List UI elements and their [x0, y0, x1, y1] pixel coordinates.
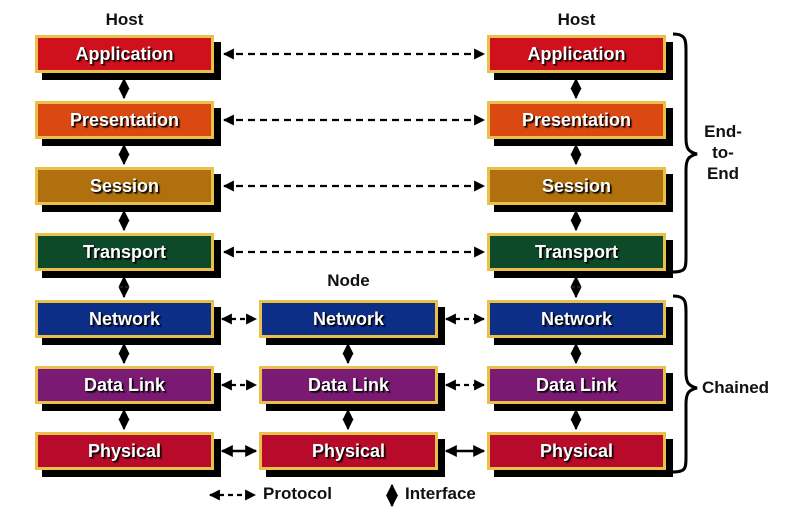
- layer-label: Transport: [82, 241, 166, 262]
- right-layer-data-link: Data Link: [487, 366, 666, 404]
- layer-label: Network: [540, 308, 612, 329]
- right-host-title: Host: [557, 10, 596, 29]
- right-layer-application: Application: [487, 35, 666, 73]
- right-layer-network: Network: [487, 300, 666, 338]
- left-host-title: Host: [105, 10, 144, 29]
- chained-brace: [672, 294, 698, 474]
- node-layer-data-link: Data Link: [259, 366, 438, 404]
- node-title: Node: [327, 271, 370, 290]
- layer-label: Data Link: [535, 374, 618, 395]
- layer-label: Presentation: [69, 109, 180, 130]
- node-layer-physical: Physical: [259, 432, 438, 470]
- end-to-end-label: End- to- End: [700, 121, 746, 184]
- layer-label: Physical: [311, 440, 386, 461]
- end-to-end-line-3: End: [706, 164, 740, 183]
- layer-label: Physical: [87, 440, 162, 461]
- protocol-legend-label: Protocol: [263, 484, 332, 503]
- left-layer-application: Application: [35, 35, 214, 73]
- layer-label: Application: [527, 43, 626, 64]
- layer-label: Network: [88, 308, 160, 329]
- layer-label: Session: [541, 175, 612, 196]
- end-to-end-brace: [672, 32, 698, 274]
- layer-label: Transport: [534, 241, 618, 262]
- layer-label: Session: [89, 175, 160, 196]
- layer-label: Data Link: [307, 374, 390, 395]
- right-layer-transport: Transport: [487, 233, 666, 271]
- left-layer-presentation: Presentation: [35, 101, 214, 139]
- end-to-end-line-2: to-: [712, 143, 734, 162]
- left-layer-transport: Transport: [35, 233, 214, 271]
- right-layer-presentation: Presentation: [487, 101, 666, 139]
- right-layer-session: Session: [487, 167, 666, 205]
- layer-label: Presentation: [521, 109, 632, 130]
- interface-legend-label: Interface: [405, 484, 476, 503]
- left-layer-session: Session: [35, 167, 214, 205]
- layer-label: Data Link: [83, 374, 166, 395]
- chained-label: Chained: [702, 378, 770, 397]
- end-to-end-line-1: End-: [704, 122, 742, 141]
- layer-label: Network: [312, 308, 384, 329]
- left-layer-physical: Physical: [35, 432, 214, 470]
- left-layer-network: Network: [35, 300, 214, 338]
- layer-label: Application: [75, 43, 174, 64]
- left-layer-data-link: Data Link: [35, 366, 214, 404]
- right-layer-physical: Physical: [487, 432, 666, 470]
- layer-label: Physical: [539, 440, 614, 461]
- node-layer-network: Network: [259, 300, 438, 338]
